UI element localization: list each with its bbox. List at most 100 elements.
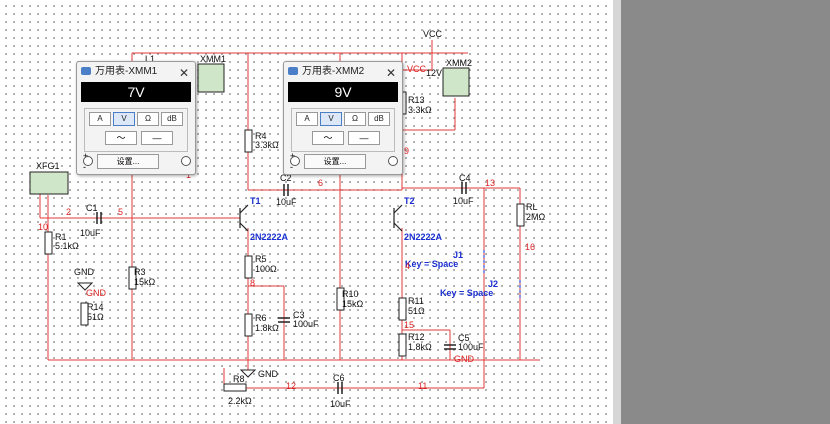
close-icon[interactable]: ✕ <box>178 66 189 80</box>
vcc-net: VCC <box>407 64 427 74</box>
r12-name: R12 <box>408 332 425 342</box>
c4-name: C4 <box>459 173 471 183</box>
r5-value: 100Ω <box>255 264 277 274</box>
function-generator[interactable] <box>29 171 69 195</box>
settings-button[interactable]: 设置... <box>304 154 366 169</box>
plus-terminal-icon[interactable] <box>290 156 300 166</box>
net-11: 11 <box>418 381 427 391</box>
xmm2-titlebar[interactable]: 万用表-XMM2 ✕ <box>284 62 402 82</box>
r1-value: 5.1kΩ <box>55 241 79 251</box>
vcc-value: 12V <box>426 68 442 78</box>
gnd-symbols <box>76 282 257 378</box>
mode-a-button[interactable]: A <box>89 112 111 126</box>
r1-body[interactable] <box>44 231 53 255</box>
r8-name: R8 <box>233 374 245 384</box>
mode-ohm-button[interactable]: Ω <box>344 112 366 126</box>
rl-name: RL <box>526 202 538 212</box>
net-8: 8 <box>250 278 255 288</box>
xmm1-titlebar[interactable]: 万用表-XMM1 ✕ <box>77 62 195 82</box>
mode-db-button[interactable]: dB <box>368 112 390 126</box>
r6-body[interactable] <box>244 313 253 337</box>
xmm2-display: 9V <box>288 82 398 102</box>
r3-value: 15kΩ <box>134 277 156 287</box>
r12-body[interactable] <box>398 333 407 357</box>
gnd-label-2: GND <box>86 288 107 298</box>
r14-body[interactable] <box>80 302 89 326</box>
dc-button[interactable]: — <box>141 131 173 145</box>
r8-value: 2.2kΩ <box>228 396 252 406</box>
r4-name: R4 <box>255 131 267 141</box>
net-13: 13 <box>485 178 495 188</box>
xmm2-label: XMM2 <box>446 58 472 68</box>
transistors <box>239 204 403 232</box>
rl-body[interactable] <box>516 203 525 227</box>
switches <box>483 250 521 300</box>
j1-key: Key = Space <box>405 259 458 269</box>
c6-name: C6 <box>333 373 345 383</box>
ac-button[interactable]: ～ <box>312 131 344 145</box>
mode-ohm-button[interactable]: Ω <box>137 112 159 126</box>
r3-body[interactable] <box>128 266 137 290</box>
c1-value: 10uF <box>80 228 101 238</box>
j1-name: J1 <box>453 250 463 260</box>
multimeter-icon <box>288 67 298 75</box>
t1-name: T1 <box>250 196 261 206</box>
gnd-label-3: GND <box>258 369 279 379</box>
net-16: 16 <box>525 242 535 252</box>
c4-value: 10uF <box>453 196 474 206</box>
xmm1-display: 7V <box>81 82 191 102</box>
net-4: 4 <box>405 261 410 271</box>
r5-body[interactable] <box>244 255 253 279</box>
t1-model: 2N2222A <box>250 232 289 242</box>
multimeter-xmm1-window[interactable]: 万用表-XMM1 ✕ 7V A V Ω dB ～ — + - 设置... <box>76 61 196 175</box>
minus-terminal-icon[interactable] <box>388 156 398 166</box>
xmm1-icon[interactable] <box>197 63 225 93</box>
r10-value: 15kΩ <box>342 299 364 309</box>
ac-button[interactable]: ～ <box>105 131 137 145</box>
r4-body[interactable] <box>244 129 253 153</box>
xmm2-title: 万用表-XMM2 <box>302 66 365 77</box>
r5-name: R5 <box>255 254 267 264</box>
multimeter-icon <box>81 67 91 75</box>
mode-a-button[interactable]: A <box>296 112 318 126</box>
net-12: 12 <box>286 381 296 391</box>
j2-key: Key = Space <box>440 288 493 298</box>
mode-db-button[interactable]: dB <box>161 112 183 126</box>
r6-name: R6 <box>255 313 267 323</box>
close-icon[interactable]: ✕ <box>385 66 396 80</box>
c5-name: C5 <box>458 333 470 343</box>
minus-label: - <box>83 162 86 172</box>
gnd-label-4: GND <box>454 354 475 364</box>
multimeter-xmm2-window[interactable]: 万用表-XMM2 ✕ 9V A V Ω dB ～ — + - 设置... <box>283 61 403 175</box>
mode-v-button[interactable]: V <box>320 112 342 126</box>
net-5: 5 <box>118 207 123 217</box>
capacitors <box>96 182 467 394</box>
net-6: 6 <box>318 178 323 188</box>
c5-value: 100uF <box>458 342 484 352</box>
xmm1-label: XMM1 <box>200 54 226 64</box>
r10-body[interactable] <box>336 287 345 311</box>
net-15: 15 <box>404 320 414 330</box>
dc-button[interactable]: — <box>348 131 380 145</box>
minus-terminal-icon[interactable] <box>181 156 191 166</box>
c3-name: C3 <box>293 310 305 320</box>
c2-name: C2 <box>280 173 292 183</box>
r11-body[interactable] <box>398 297 407 321</box>
r10-name: R10 <box>342 289 359 299</box>
xmm1-title: 万用表-XMM1 <box>95 66 158 77</box>
c6-value: 10uF <box>330 399 351 409</box>
settings-button[interactable]: 设置... <box>97 154 159 169</box>
mode-v-button[interactable]: V <box>113 112 135 126</box>
r14-name: R14 <box>87 302 104 312</box>
r14-value: 51Ω <box>87 312 104 322</box>
rl-value: 2MΩ <box>526 212 546 222</box>
r8-body[interactable] <box>223 383 247 392</box>
schematic-diagram[interactable]: VCC 12V VCC XMM2 XMM1 XFG1 L1 C1 10uF C2… <box>0 0 613 424</box>
xmm1-controls: A V Ω dB ～ — <box>84 108 188 152</box>
r11-value: 51Ω <box>408 306 425 316</box>
c1-name: C1 <box>86 203 98 213</box>
j2-name: J2 <box>488 279 498 289</box>
plus-terminal-icon[interactable] <box>83 156 93 166</box>
xmm2-icon[interactable] <box>442 67 470 97</box>
net-9: 9 <box>404 146 409 156</box>
